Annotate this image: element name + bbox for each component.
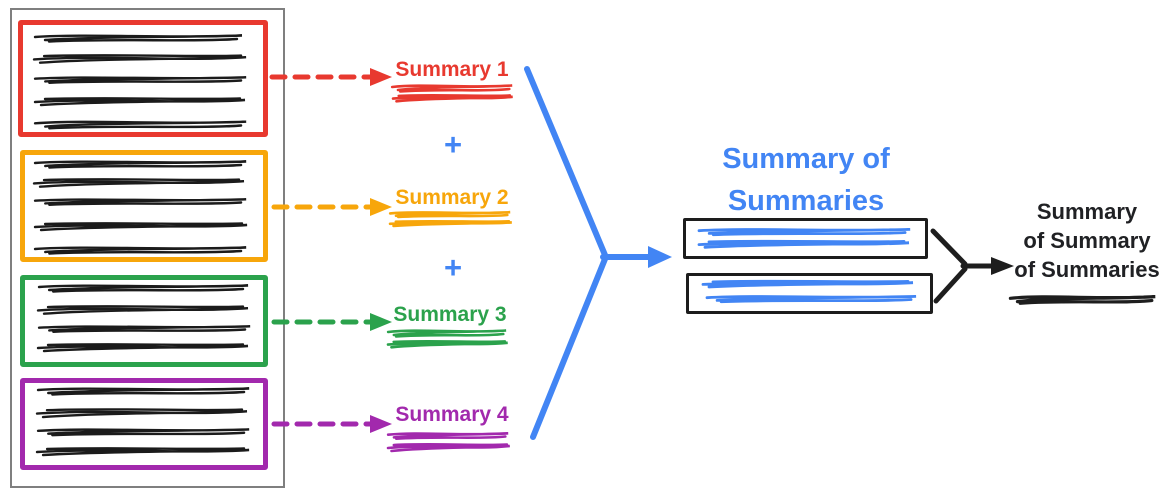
document-box-purple bbox=[20, 378, 268, 470]
funnel-bottom-line bbox=[530, 256, 608, 440]
final-label-line-1: Summary bbox=[1036, 199, 1138, 224]
summary-3-scribble bbox=[386, 329, 509, 349]
text-scribble-line bbox=[386, 442, 512, 453]
title-line-1: Summary of bbox=[722, 143, 890, 175]
final-label-line-2: of Summary bbox=[1023, 228, 1151, 253]
document-box-green bbox=[20, 275, 268, 367]
summary-4-scribble bbox=[386, 432, 512, 453]
text-scribble-line bbox=[391, 94, 514, 103]
dashed-arrow-purple bbox=[271, 415, 392, 433]
text-scribble-line bbox=[1008, 294, 1158, 306]
dashed-arrow-green bbox=[271, 313, 392, 331]
arrowhead-icon bbox=[648, 246, 672, 268]
summary-4-label: Summary 4 bbox=[395, 403, 509, 426]
document-box-red bbox=[18, 20, 268, 137]
final-summary-label: Summary of Summary of Summaries bbox=[1002, 197, 1170, 284]
document-box-orange bbox=[20, 150, 268, 262]
summary-2-label: Summary 2 bbox=[395, 186, 509, 209]
plus-operator-2: + bbox=[443, 250, 463, 285]
text-scribble-line bbox=[386, 340, 509, 349]
dashed-arrow-red bbox=[269, 68, 392, 86]
text-scribble-line bbox=[386, 432, 510, 440]
summary-1-scribble bbox=[390, 84, 514, 103]
summary-of-summaries-box-2 bbox=[686, 273, 933, 314]
summary-of-summaries-box-1 bbox=[683, 218, 928, 259]
dashed-arrow-orange bbox=[271, 198, 392, 216]
plus-operator-1: + bbox=[443, 127, 463, 162]
text-scribble-line bbox=[390, 84, 514, 93]
summary-of-summaries-title: Summary of Summaries bbox=[678, 138, 934, 222]
text-scribble-line bbox=[389, 211, 512, 219]
merge-funnel-arrow-blue bbox=[524, 66, 672, 440]
summary-3-label: Summary 3 bbox=[393, 303, 507, 326]
title-line-2: Summaries bbox=[727, 185, 885, 217]
text-scribble-line bbox=[389, 220, 513, 227]
merge-bottom-line bbox=[933, 266, 968, 304]
text-scribble-line bbox=[386, 329, 508, 338]
final-label-line-3: of Summaries bbox=[1014, 257, 1160, 282]
summary-1-label: Summary 1 bbox=[395, 58, 509, 81]
documents-stack-container bbox=[10, 8, 285, 488]
final-summary-scribble bbox=[1008, 294, 1158, 306]
summary-2-scribble bbox=[389, 211, 513, 227]
funnel-top-line bbox=[524, 66, 608, 258]
merge-top-line bbox=[930, 228, 968, 267]
